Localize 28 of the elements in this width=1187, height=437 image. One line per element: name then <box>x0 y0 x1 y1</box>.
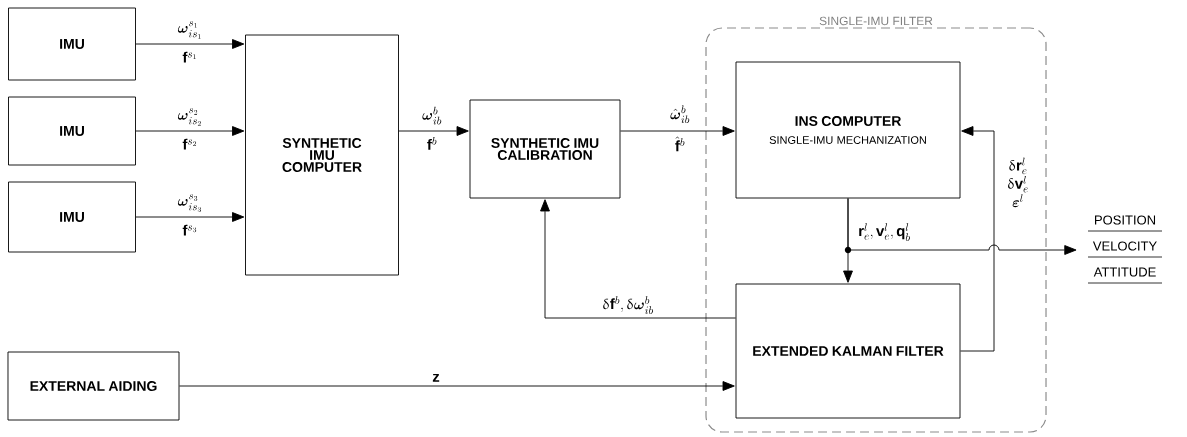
arrow <box>960 126 995 352</box>
edge-label: $\begin{array}{c}\boldsymbol{\omega}_{is_1}^{s_1}\\[12pt]\mathbf{f}^{s_1}\end{array}$ <box>177 21 201 63</box>
underlined-output-text: POSITION VELOCITY ATTITUDE <box>1087 215 1163 284</box>
frame-title: SINGLE-IMU FILTER <box>819 16 933 26</box>
process-box: EXTERNAL AIDING <box>7 351 180 421</box>
process-box: SYNTHETIC IMU COMPUTER <box>245 34 399 276</box>
edge-label: $\begin{array}{c}\updelta\mathbf{r}_e^l\\\updelta\mathbf{v}_e^l\\\boldsymbol{\varepsilon}^l\end{array}$ <box>1008 157 1028 208</box>
edge-label: $\updelta\mathbf{f}^b,\updelta\boldsymbol{\omega}_{ib}^b$ <box>603 296 654 314</box>
edge-label: $\begin{array}{c}\boldsymbol{\omega}_{is_3}^{s_3}\\[12pt]\mathbf{f}^{s_3}\end{array}$ <box>177 194 201 236</box>
process-box: IMU <box>8 7 136 81</box>
edge-label: $\begin{array}{c}\boldsymbol{\omega}_{is_2}^{s_2}\\[12pt]\mathbf{f}^{s_2}\end{array}$ <box>177 108 201 150</box>
process-box: EXTENDED KALMAN FILTER <box>735 283 961 419</box>
arrow <box>135 39 245 49</box>
arrow <box>135 126 245 136</box>
edge-label: $\begin{array}{c}\hat{\boldsymbol{\omega}}_{ib}^{b}\\[12pt]\hat{\mathbf{f}}^{b}\end{array}$ <box>670 105 690 152</box>
process-box: IMU <box>8 181 136 253</box>
arrow <box>398 126 469 136</box>
arrow <box>620 126 735 136</box>
arrow <box>135 212 245 222</box>
edge-label: $\mathbf{z}$ <box>432 373 440 382</box>
arrow <box>540 199 736 319</box>
arrow <box>847 198 1077 255</box>
process-box: INS COMPUTER SINGLE-IMU MECHANIZATION <box>735 61 961 199</box>
process-box: IMU <box>8 96 136 166</box>
arrow <box>179 381 735 391</box>
edge-label: $\mathbf{r}_e^l,\mathbf{v}_e^l,\mathbf{q}_b^l$ <box>859 223 910 241</box>
edge-label: $\begin{array}{c}\boldsymbol{\omega}_{ib}^{b}\\[12pt]\mathbf{f}^{b}\end{array}$ <box>422 106 442 150</box>
process-box: SYNTHETIC IMU CALIBRATION <box>469 99 621 199</box>
